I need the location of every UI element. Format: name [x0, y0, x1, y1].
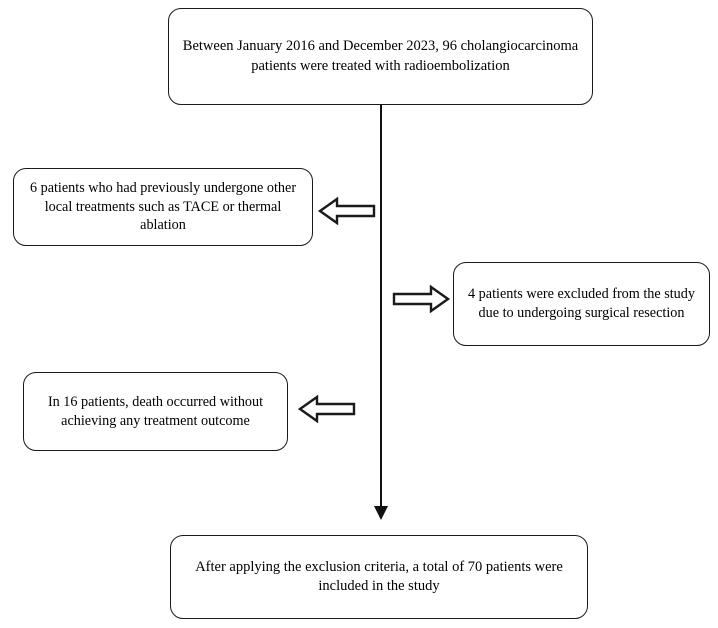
excluded-prior-local-treatment-box: 6 patients who had previously undergone …: [13, 168, 313, 246]
excluded-surgical-resection-box: 4 patients were excluded from the study …: [453, 262, 710, 346]
excluded-death-before-outcome-text: In 16 patients, death occurred without a…: [47, 393, 264, 429]
excluded-death-before-outcome-box: In 16 patients, death occurred without a…: [23, 372, 288, 451]
excluded-surgical-resection-text: 4 patients were excluded from the study …: [468, 286, 695, 321]
exclusion-arrow-right-1-icon: [392, 284, 451, 314]
enrolled-cohort-text: Between January 2016 and December 2023, …: [182, 38, 579, 74]
final-included-cohort-box: After applying the exclusion criteria, a…: [170, 535, 588, 619]
down-arrowhead-icon: [374, 506, 388, 520]
exclusion-arrow-left-1-icon: [317, 196, 376, 226]
vertical-flow-line: [380, 105, 383, 513]
exclusion-arrow-left-2-icon: [297, 394, 356, 424]
excluded-prior-local-treatment-text: 6 patients who had previously undergone …: [29, 179, 297, 234]
final-included-cohort-text: After applying the exclusion criteria, a…: [195, 558, 563, 594]
enrolled-cohort-box: Between January 2016 and December 2023, …: [168, 8, 593, 105]
